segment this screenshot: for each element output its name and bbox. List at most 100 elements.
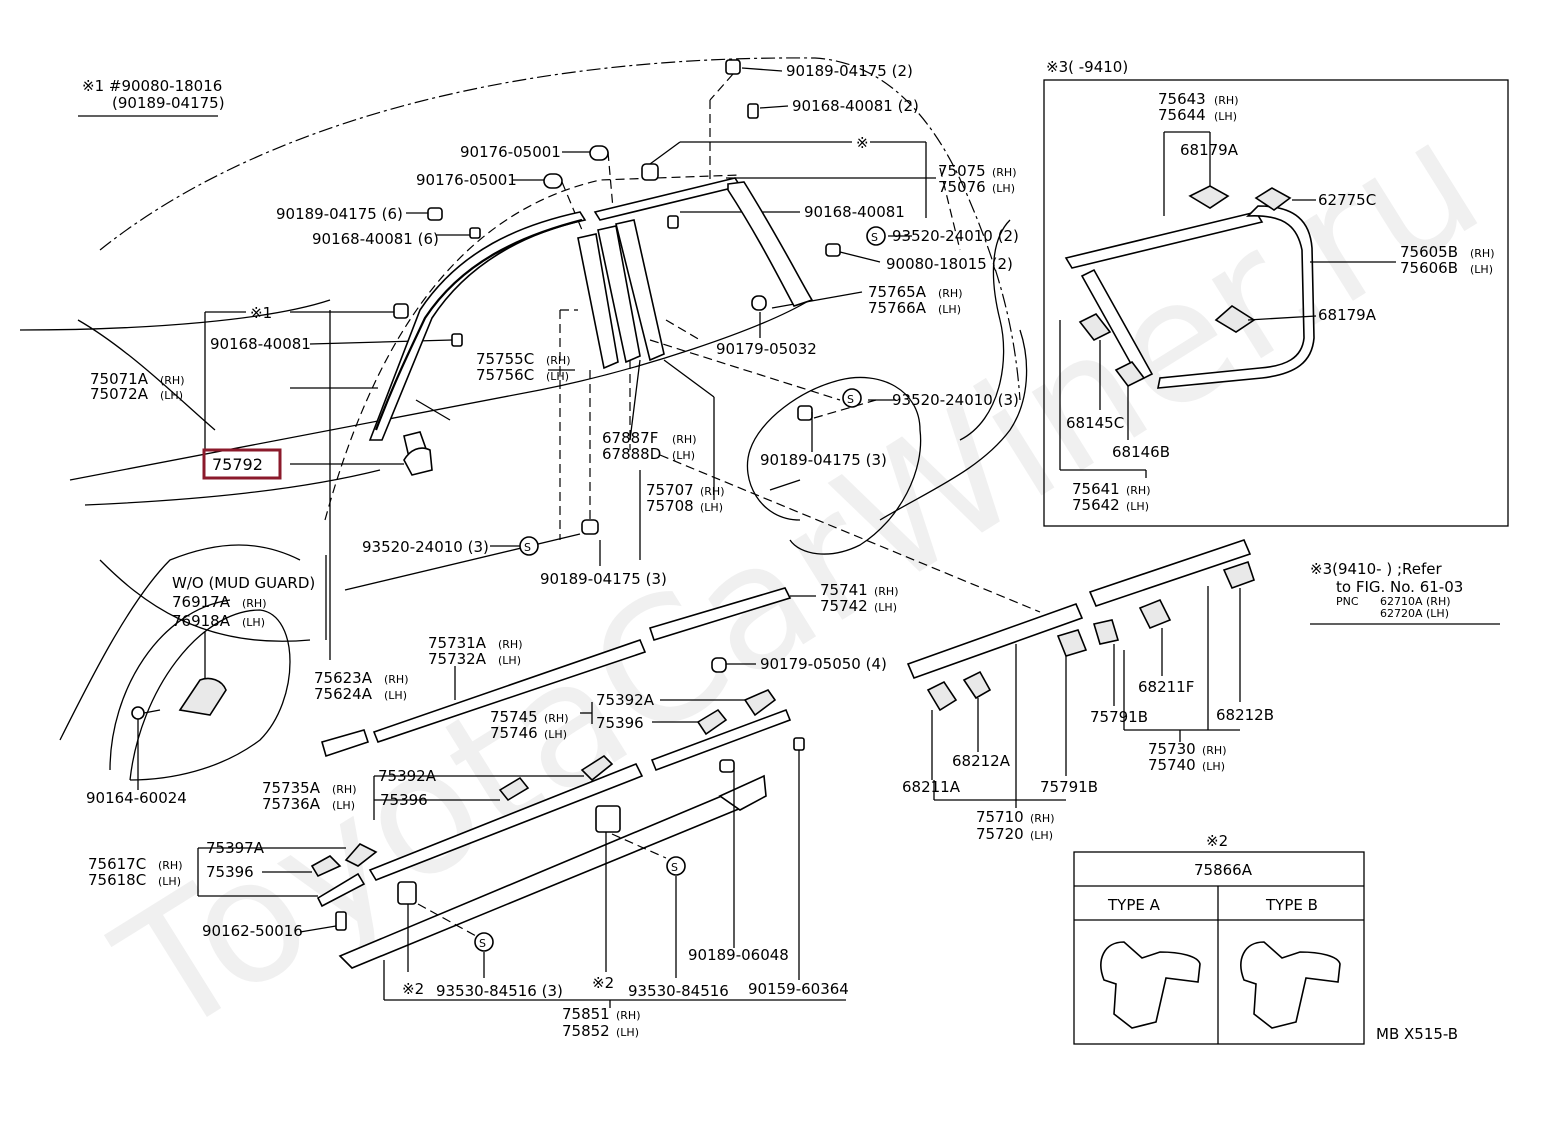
label-68179A-a: 68179A: [1180, 141, 1239, 159]
label-90189-04175-2: 90189-04175 (2): [786, 62, 913, 80]
svg-text:(LH): (LH): [992, 182, 1015, 195]
label-90168-40081-2: 90168-40081 (2): [792, 97, 919, 115]
label-68146B: 68146B: [1112, 443, 1170, 461]
inset-3: ※3( -9410) 75643 (RH) 75644 (LH) 68179A …: [1043, 58, 1509, 527]
svg-text:(RH): (RH): [1214, 94, 1239, 107]
label-75392A-a: 75392A: [596, 691, 655, 709]
upper-parts: [204, 59, 1041, 640]
label-75642: 75642: [1072, 496, 1120, 514]
label-75742: 75742: [820, 597, 868, 615]
svg-text:(RH): (RH): [1030, 812, 1055, 825]
svg-text:(LH): (LH): [160, 389, 183, 402]
svg-text:(LH): (LH): [1126, 500, 1149, 513]
label-75732A: 75732A: [428, 650, 487, 668]
label-75730: 75730: [1148, 740, 1196, 758]
svg-text:(LH): (LH): [544, 728, 567, 741]
label-90168-40081-d: 90168-40081: [210, 335, 311, 353]
label-90168-40081-6: 90168-40081 (6): [312, 230, 439, 248]
label-90164-60024: 90164-60024: [86, 789, 187, 807]
svg-text:(LH): (LH): [546, 370, 569, 383]
label-75736A: 75736A: [262, 795, 321, 813]
svg-text:(LH): (LH): [242, 616, 265, 629]
label-75392A-b: 75392A: [378, 767, 437, 785]
label-90179-05032: 90179-05032: [716, 340, 817, 358]
box-part-75866A: 75866A: [1194, 861, 1253, 879]
label-67888D: 67888D: [602, 445, 661, 463]
label-75605B: 75605B: [1400, 243, 1458, 261]
label-75643: 75643: [1158, 90, 1206, 108]
svg-text:(RH): (RH): [332, 783, 357, 796]
highlight-box-75792: [202, 448, 282, 480]
svg-text:(RH): (RH): [672, 433, 697, 446]
label-75071A: 75071A: [90, 370, 149, 388]
label-75755C: 75755C: [476, 350, 534, 368]
svg-text:(RH): (RH): [700, 485, 725, 498]
label-75791B-b: 75791B: [1040, 778, 1098, 796]
label-75606B: 75606B: [1400, 259, 1458, 277]
svg-text:S: S: [479, 937, 486, 950]
label-93530-84516-3: 93530-84516 (3): [436, 982, 563, 1000]
note3-lh: 62720A (LH): [1380, 607, 1449, 620]
type-b-clip: [1240, 941, 1341, 1029]
label-76917A: 76917A: [172, 593, 231, 611]
svg-text:(RH): (RH): [616, 1009, 641, 1022]
svg-text:(LH): (LH): [332, 799, 355, 812]
label-75075: 75075: [938, 162, 986, 180]
label-68212B: 68212B: [1216, 706, 1274, 724]
label-75792[interactable]: 75792: [212, 455, 263, 474]
note3-line2: to FIG. No. 61-03: [1336, 578, 1463, 596]
label-75397A: 75397A: [206, 839, 265, 857]
label-68145C: 68145C: [1066, 414, 1124, 432]
svg-text:(RH): (RH): [1202, 744, 1227, 757]
svg-text:(RH): (RH): [1470, 247, 1495, 260]
svg-text:S: S: [871, 231, 878, 244]
svg-text:(LH): (LH): [1030, 829, 1053, 842]
label-star2-b: ※2: [592, 974, 614, 992]
label-75720: 75720: [976, 825, 1024, 843]
label-93520-24010-3a: 93520-24010 (3): [892, 391, 1019, 409]
svg-text:(LH): (LH): [938, 303, 961, 316]
type-a-label: TYPE A: [1107, 896, 1161, 914]
label-75076: 75076: [938, 178, 986, 196]
svg-text:(LH): (LH): [158, 875, 181, 888]
label-75756C: 75756C: [476, 366, 534, 384]
label-75731A: 75731A: [428, 634, 487, 652]
svg-text:(RH): (RH): [160, 374, 185, 387]
label-75765A: 75765A: [868, 283, 927, 301]
note3-line1: ※3(9410- ) ;Refer: [1310, 560, 1442, 578]
svg-text:S: S: [524, 541, 531, 554]
svg-text:(RH): (RH): [498, 638, 523, 651]
svg-text:(LH): (LH): [1214, 110, 1237, 123]
svg-text:(LH): (LH): [1202, 760, 1225, 773]
diagram-code: MB X515-B: [1376, 1025, 1458, 1043]
label-star1: ※1: [250, 304, 272, 322]
box-star2: ※2: [1206, 832, 1228, 850]
label-75766A: 75766A: [868, 299, 927, 317]
car-body-outline: [19, 57, 1028, 781]
label-68211A: 68211A: [902, 778, 961, 796]
label-star: ※: [856, 134, 869, 152]
label-75396-a: 75396: [596, 714, 644, 732]
svg-text:(RH): (RH): [938, 287, 963, 300]
svg-text:(RH): (RH): [544, 712, 569, 725]
label-75851: 75851: [562, 1005, 610, 1023]
label-68179A-b: 68179A: [1318, 306, 1377, 324]
label-90189-04175-6: 90189-04175 (6): [276, 205, 403, 223]
label-75644: 75644: [1158, 106, 1206, 124]
label-62775C: 62775C: [1318, 191, 1376, 209]
type-a-clip: [1100, 941, 1201, 1029]
label-90176-05001-a: 90176-05001: [460, 143, 561, 161]
svg-text:(RH): (RH): [242, 597, 267, 610]
note1-line1: ※1 #90080-18016: [82, 77, 222, 95]
label-68212A: 68212A: [952, 752, 1011, 770]
label-75618C: 75618C: [88, 871, 146, 889]
svg-text:(LH): (LH): [874, 601, 897, 614]
note-3: ※3(9410- ) ;Refer to FIG. No. 61-03 PNC …: [1310, 560, 1500, 625]
label-93520-24010-2: 93520-24010 (2): [892, 227, 1019, 245]
right-middle-parts: 68211F 75791B 68212B 75730 (RH) 75740 (L…: [902, 539, 1274, 843]
svg-text:S: S: [847, 393, 854, 406]
label-mudguard: W/O (MUD GUARD): [172, 574, 315, 592]
s-markers: S S S S S: [474, 226, 886, 952]
label-90189-04175-3a: 90189-04175 (3): [760, 451, 887, 469]
